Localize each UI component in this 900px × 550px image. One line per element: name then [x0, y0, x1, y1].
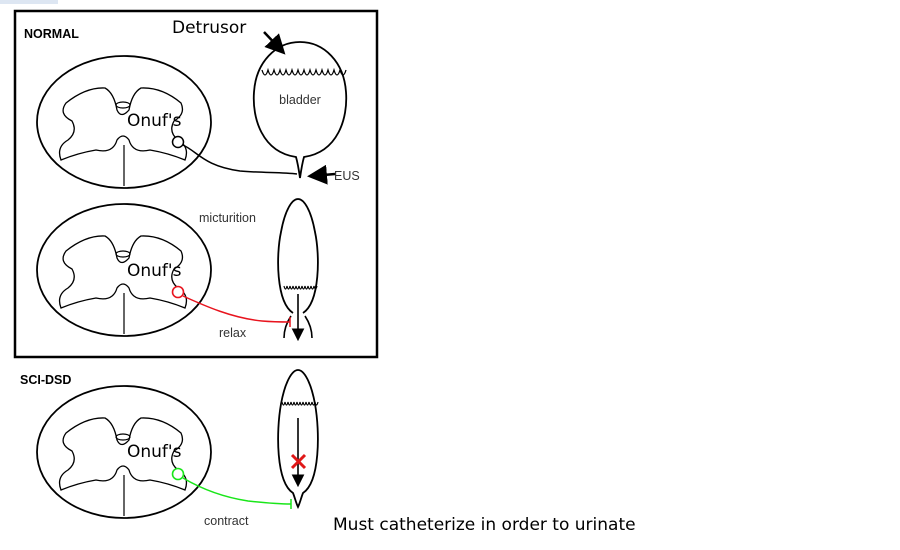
- onufs-nucleus-contract: [171, 467, 185, 481]
- bladder-label: bladder: [279, 93, 321, 107]
- red-x-icon: [290, 453, 307, 470]
- top-artifact: [0, 0, 58, 4]
- bladder-outline: [277, 369, 319, 510]
- contract-label: contract: [204, 514, 249, 528]
- central-canal: [115, 250, 131, 258]
- contract-pathway: [182, 477, 292, 505]
- sci-dsd-section-label: SCI-DSD: [20, 373, 71, 387]
- gray-matter-butterfly: [58, 417, 188, 491]
- micturition-label: micturition: [199, 211, 256, 225]
- spinal-cord-outline: [36, 203, 212, 337]
- relax-pathway: [182, 295, 291, 323]
- eus-arrow: [307, 164, 336, 185]
- onufs-label: Onuf's: [127, 111, 182, 131]
- catheterize-caption: Must catheterize in order to urinate: [333, 515, 636, 535]
- relax-label: relax: [219, 326, 247, 340]
- gray-matter-butterfly: [58, 235, 188, 309]
- spinal-cord-outline: [36, 385, 212, 519]
- eus-label: EUS: [334, 169, 360, 183]
- spinal-cord-normal-micturition: Onuf's: [36, 203, 212, 337]
- detrusor-arrow: [263, 31, 286, 55]
- normal-section-label: NORMAL: [24, 27, 79, 41]
- bladder-outline: [252, 41, 348, 179]
- bladder-outline: [277, 198, 319, 314]
- central-canal: [115, 101, 131, 109]
- open-sphincter-right: [304, 315, 313, 339]
- onufs-nucleus-relax: [171, 285, 185, 299]
- normal-frame: [13, 9, 379, 359]
- bladder-sci-dsd: [277, 369, 319, 510]
- normal-motor-pathway: [182, 144, 298, 175]
- onufs-label: Onuf's: [127, 261, 182, 281]
- spinal-cord-normal-filling: Onuf's: [36, 55, 212, 189]
- spinal-cord-outline: [36, 55, 212, 189]
- detrusor-folds: [281, 401, 319, 406]
- onufs-nucleus: [171, 135, 185, 149]
- central-canal: [115, 433, 131, 441]
- detrusor-label: Detrusor: [172, 18, 246, 38]
- detrusor-folds: [283, 285, 318, 290]
- onufs-label: Onuf's: [127, 442, 182, 462]
- spinal-cord-sci-dsd: Onuf's: [36, 385, 212, 519]
- bladder-filling: bladder Detrusor EUS: [172, 18, 360, 185]
- gray-matter-butterfly: [58, 87, 188, 161]
- detrusor-folds: [261, 67, 347, 76]
- bladder-micturition: micturition: [199, 198, 319, 342]
